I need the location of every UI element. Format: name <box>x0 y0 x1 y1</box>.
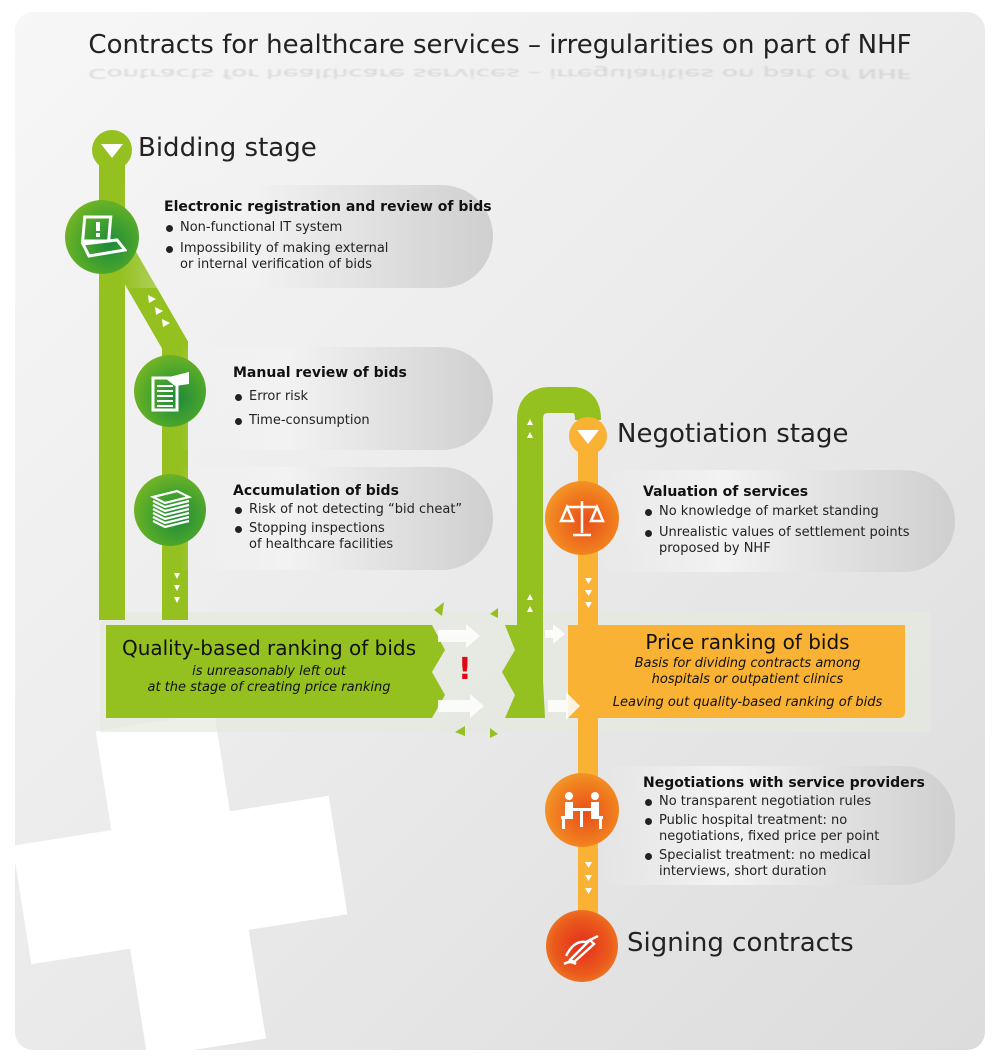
quality-ranking-subtitle: is unreasonably left out at the stage of… <box>147 664 391 695</box>
step-box-valuation: Valuation of services No knowledge of ma… <box>600 470 955 572</box>
quality-ranking-title: Quality-based ranking of bids <box>121 636 417 660</box>
step-box-manual-review: Manual review of bids Error risk Time-co… <box>180 347 493 450</box>
issue-item: No transparent negotiation rules <box>643 794 925 810</box>
issue-item: Time-consumption <box>233 413 407 429</box>
price-band-shape <box>568 625 905 718</box>
step-heading: Valuation of services <box>643 484 809 500</box>
bidding-stage-label: Bidding stage <box>138 133 317 163</box>
issue-item: Stopping inspections of healthcare facil… <box>233 521 462 553</box>
step-heading: Electronic registration and review of bi… <box>164 199 492 215</box>
issue-item: Risk of not detecting “bid cheat” <box>233 502 462 518</box>
step-heading: Accumulation of bids <box>233 483 399 499</box>
medical-cross-watermark <box>12 712 348 1058</box>
issue-item: No knowledge of market standing <box>643 504 909 520</box>
issue-item: Non-functional IT system <box>164 220 492 236</box>
signing-pen-icon <box>546 910 618 982</box>
price-ranking-title: Price ranking of bids <box>645 630 850 654</box>
step-box-electronic-registration: Electronic registration and review of bi… <box>120 185 493 288</box>
laptop-warning-icon <box>65 200 139 274</box>
step-box-accumulation: Accumulation of bids Risk of not detecti… <box>180 467 493 570</box>
quality-ranking-band: Quality-based ranking of bids is unreaso… <box>106 636 432 696</box>
issue-item: Error risk <box>233 389 407 405</box>
step-heading: Manual review of bids <box>233 365 407 381</box>
price-ranking-note: Leaving out quality-based ranking of bid… <box>612 695 883 710</box>
direction-arrows <box>148 295 592 894</box>
page-title: Contracts for healthcare services – irre… <box>88 30 912 60</box>
signing-contracts-label: Signing contracts <box>627 928 854 958</box>
hand-document-icon <box>134 355 206 427</box>
issue-item: Specialist treatment: no medical intervi… <box>643 848 925 880</box>
document-stack-icon <box>134 474 206 546</box>
warning-exclamation-icon: ! <box>458 652 472 687</box>
price-ranking-band: Price ranking of bids Basis for dividing… <box>600 630 895 711</box>
price-ranking-subtitle: Basis for dividing contracts among hospi… <box>634 656 861 687</box>
scales-icon <box>545 481 619 555</box>
meeting-icon <box>545 773 619 847</box>
title-reflection: Contracts for healthcare services – irre… <box>88 65 912 81</box>
transfer-arrows <box>438 624 580 720</box>
negotiation-stage-label: Negotiation stage <box>617 419 849 449</box>
step-box-negotiations: Negotiations with service providers No t… <box>600 766 955 885</box>
issue-item: Impossibility of making external or inte… <box>164 241 492 273</box>
issue-item: Public hospital treatment: no negotiatio… <box>643 813 925 845</box>
quality-band-shape <box>106 625 445 718</box>
step-heading: Negotiations with service providers <box>643 775 925 791</box>
issue-item: Unrealistic values of settlement points … <box>643 525 909 557</box>
